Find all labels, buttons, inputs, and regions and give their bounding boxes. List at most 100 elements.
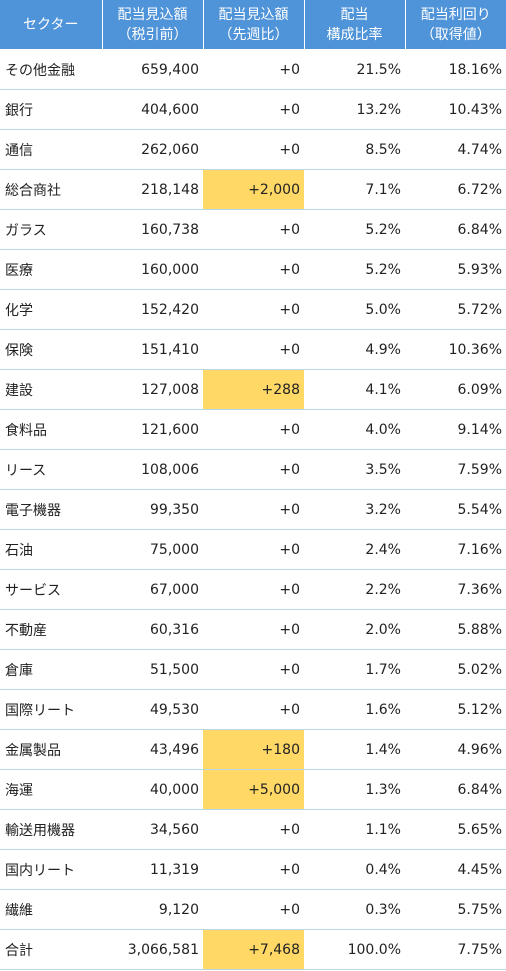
yield-cell: 5.54% bbox=[405, 489, 506, 530]
yield-cell: 9.14% bbox=[405, 409, 506, 450]
share-cell: 1.7% bbox=[304, 649, 405, 690]
yield-cell: 6.09% bbox=[405, 369, 506, 410]
weekly-change-cell: +0 bbox=[203, 409, 304, 450]
sector-cell: 合計 bbox=[0, 929, 102, 970]
weekly-change-cell: +2,000 bbox=[203, 169, 304, 210]
yield-cell: 18.16% bbox=[405, 49, 506, 90]
yield-cell: 7.59% bbox=[405, 449, 506, 490]
weekly-change-cell: +0 bbox=[203, 849, 304, 890]
share-cell: 1.4% bbox=[304, 729, 405, 770]
weekly-change-cell: +5,000 bbox=[203, 769, 304, 810]
dividend-cell: 121,600 bbox=[102, 409, 203, 450]
weekly-change-cell: +180 bbox=[203, 729, 304, 770]
dividend-cell: 11,319 bbox=[102, 849, 203, 890]
dividend-cell: 43,496 bbox=[102, 729, 203, 770]
weekly-change-cell: +0 bbox=[203, 489, 304, 530]
header-dividend-weekly-change: 配当見込額（先週比） bbox=[203, 0, 305, 50]
share-cell: 0.4% bbox=[304, 849, 405, 890]
weekly-change-cell: +0 bbox=[203, 329, 304, 370]
yield-cell: 6.72% bbox=[405, 169, 506, 210]
yield-cell: 6.84% bbox=[405, 769, 506, 810]
dividend-cell: 151,410 bbox=[102, 329, 203, 370]
header-dividend-yield: 配当利回り（取得値） bbox=[405, 0, 506, 50]
sector-cell: 保険 bbox=[0, 329, 102, 370]
yield-cell: 7.75% bbox=[405, 929, 506, 970]
share-cell: 2.2% bbox=[304, 569, 405, 610]
weekly-change-cell: +0 bbox=[203, 609, 304, 650]
sector-cell: 通信 bbox=[0, 129, 102, 170]
weekly-change-cell: +0 bbox=[203, 889, 304, 930]
sector-cell: 海運 bbox=[0, 769, 102, 810]
sector-cell: 金属製品 bbox=[0, 729, 102, 770]
sector-cell: 国内リート bbox=[0, 849, 102, 890]
yield-cell: 4.74% bbox=[405, 129, 506, 170]
sector-cell: 建設 bbox=[0, 369, 102, 410]
share-cell: 1.3% bbox=[304, 769, 405, 810]
sector-cell: サービス bbox=[0, 569, 102, 610]
sector-cell: 銀行 bbox=[0, 89, 102, 130]
share-cell: 4.1% bbox=[304, 369, 405, 410]
share-cell: 5.2% bbox=[304, 209, 405, 250]
share-cell: 13.2% bbox=[304, 89, 405, 130]
weekly-change-cell: +0 bbox=[203, 209, 304, 250]
weekly-change-cell: +288 bbox=[203, 369, 304, 410]
sector-cell: 倉庫 bbox=[0, 649, 102, 690]
yield-cell: 6.84% bbox=[405, 209, 506, 250]
dividend-cell: 99,350 bbox=[102, 489, 203, 530]
share-cell: 100.0% bbox=[304, 929, 405, 970]
dividend-cell: 160,000 bbox=[102, 249, 203, 290]
yield-cell: 5.88% bbox=[405, 609, 506, 650]
sector-cell: リース bbox=[0, 449, 102, 490]
yield-cell: 10.43% bbox=[405, 89, 506, 130]
dividend-cell: 262,060 bbox=[102, 129, 203, 170]
share-cell: 5.2% bbox=[304, 249, 405, 290]
weekly-change-cell: +0 bbox=[203, 689, 304, 730]
yield-cell: 5.93% bbox=[405, 249, 506, 290]
dividend-cell: 60,316 bbox=[102, 609, 203, 650]
share-cell: 1.1% bbox=[304, 809, 405, 850]
sector-cell: 電子機器 bbox=[0, 489, 102, 530]
sector-cell: 石油 bbox=[0, 529, 102, 570]
sector-cell: その他金融 bbox=[0, 49, 102, 90]
weekly-change-cell: +7,468 bbox=[203, 929, 304, 970]
weekly-change-cell: +0 bbox=[203, 129, 304, 170]
table-header: セクター 配当見込額（税引前） 配当見込額（先週比） 配当構成比率 配当利回り（… bbox=[0, 0, 506, 50]
header-row: セクター 配当見込額（税引前） 配当見込額（先週比） 配当構成比率 配当利回り（… bbox=[0, 0, 506, 50]
share-cell: 5.0% bbox=[304, 289, 405, 330]
dividend-cell: 3,066,581 bbox=[102, 929, 203, 970]
weekly-change-cell: +0 bbox=[203, 529, 304, 570]
sector-cell: 国際リート bbox=[0, 689, 102, 730]
dividend-cell: 40,000 bbox=[102, 769, 203, 810]
yield-cell: 10.36% bbox=[405, 329, 506, 370]
yield-cell: 5.65% bbox=[405, 809, 506, 850]
share-cell: 2.0% bbox=[304, 609, 405, 650]
dividend-cell: 108,006 bbox=[102, 449, 203, 490]
dividend-cell: 34,560 bbox=[102, 809, 203, 850]
weekly-change-cell: +0 bbox=[203, 449, 304, 490]
yield-cell: 5.02% bbox=[405, 649, 506, 690]
share-cell: 2.4% bbox=[304, 529, 405, 570]
weekly-change-cell: +0 bbox=[203, 249, 304, 290]
share-cell: 4.9% bbox=[304, 329, 405, 370]
sector-cell: 繊維 bbox=[0, 889, 102, 930]
